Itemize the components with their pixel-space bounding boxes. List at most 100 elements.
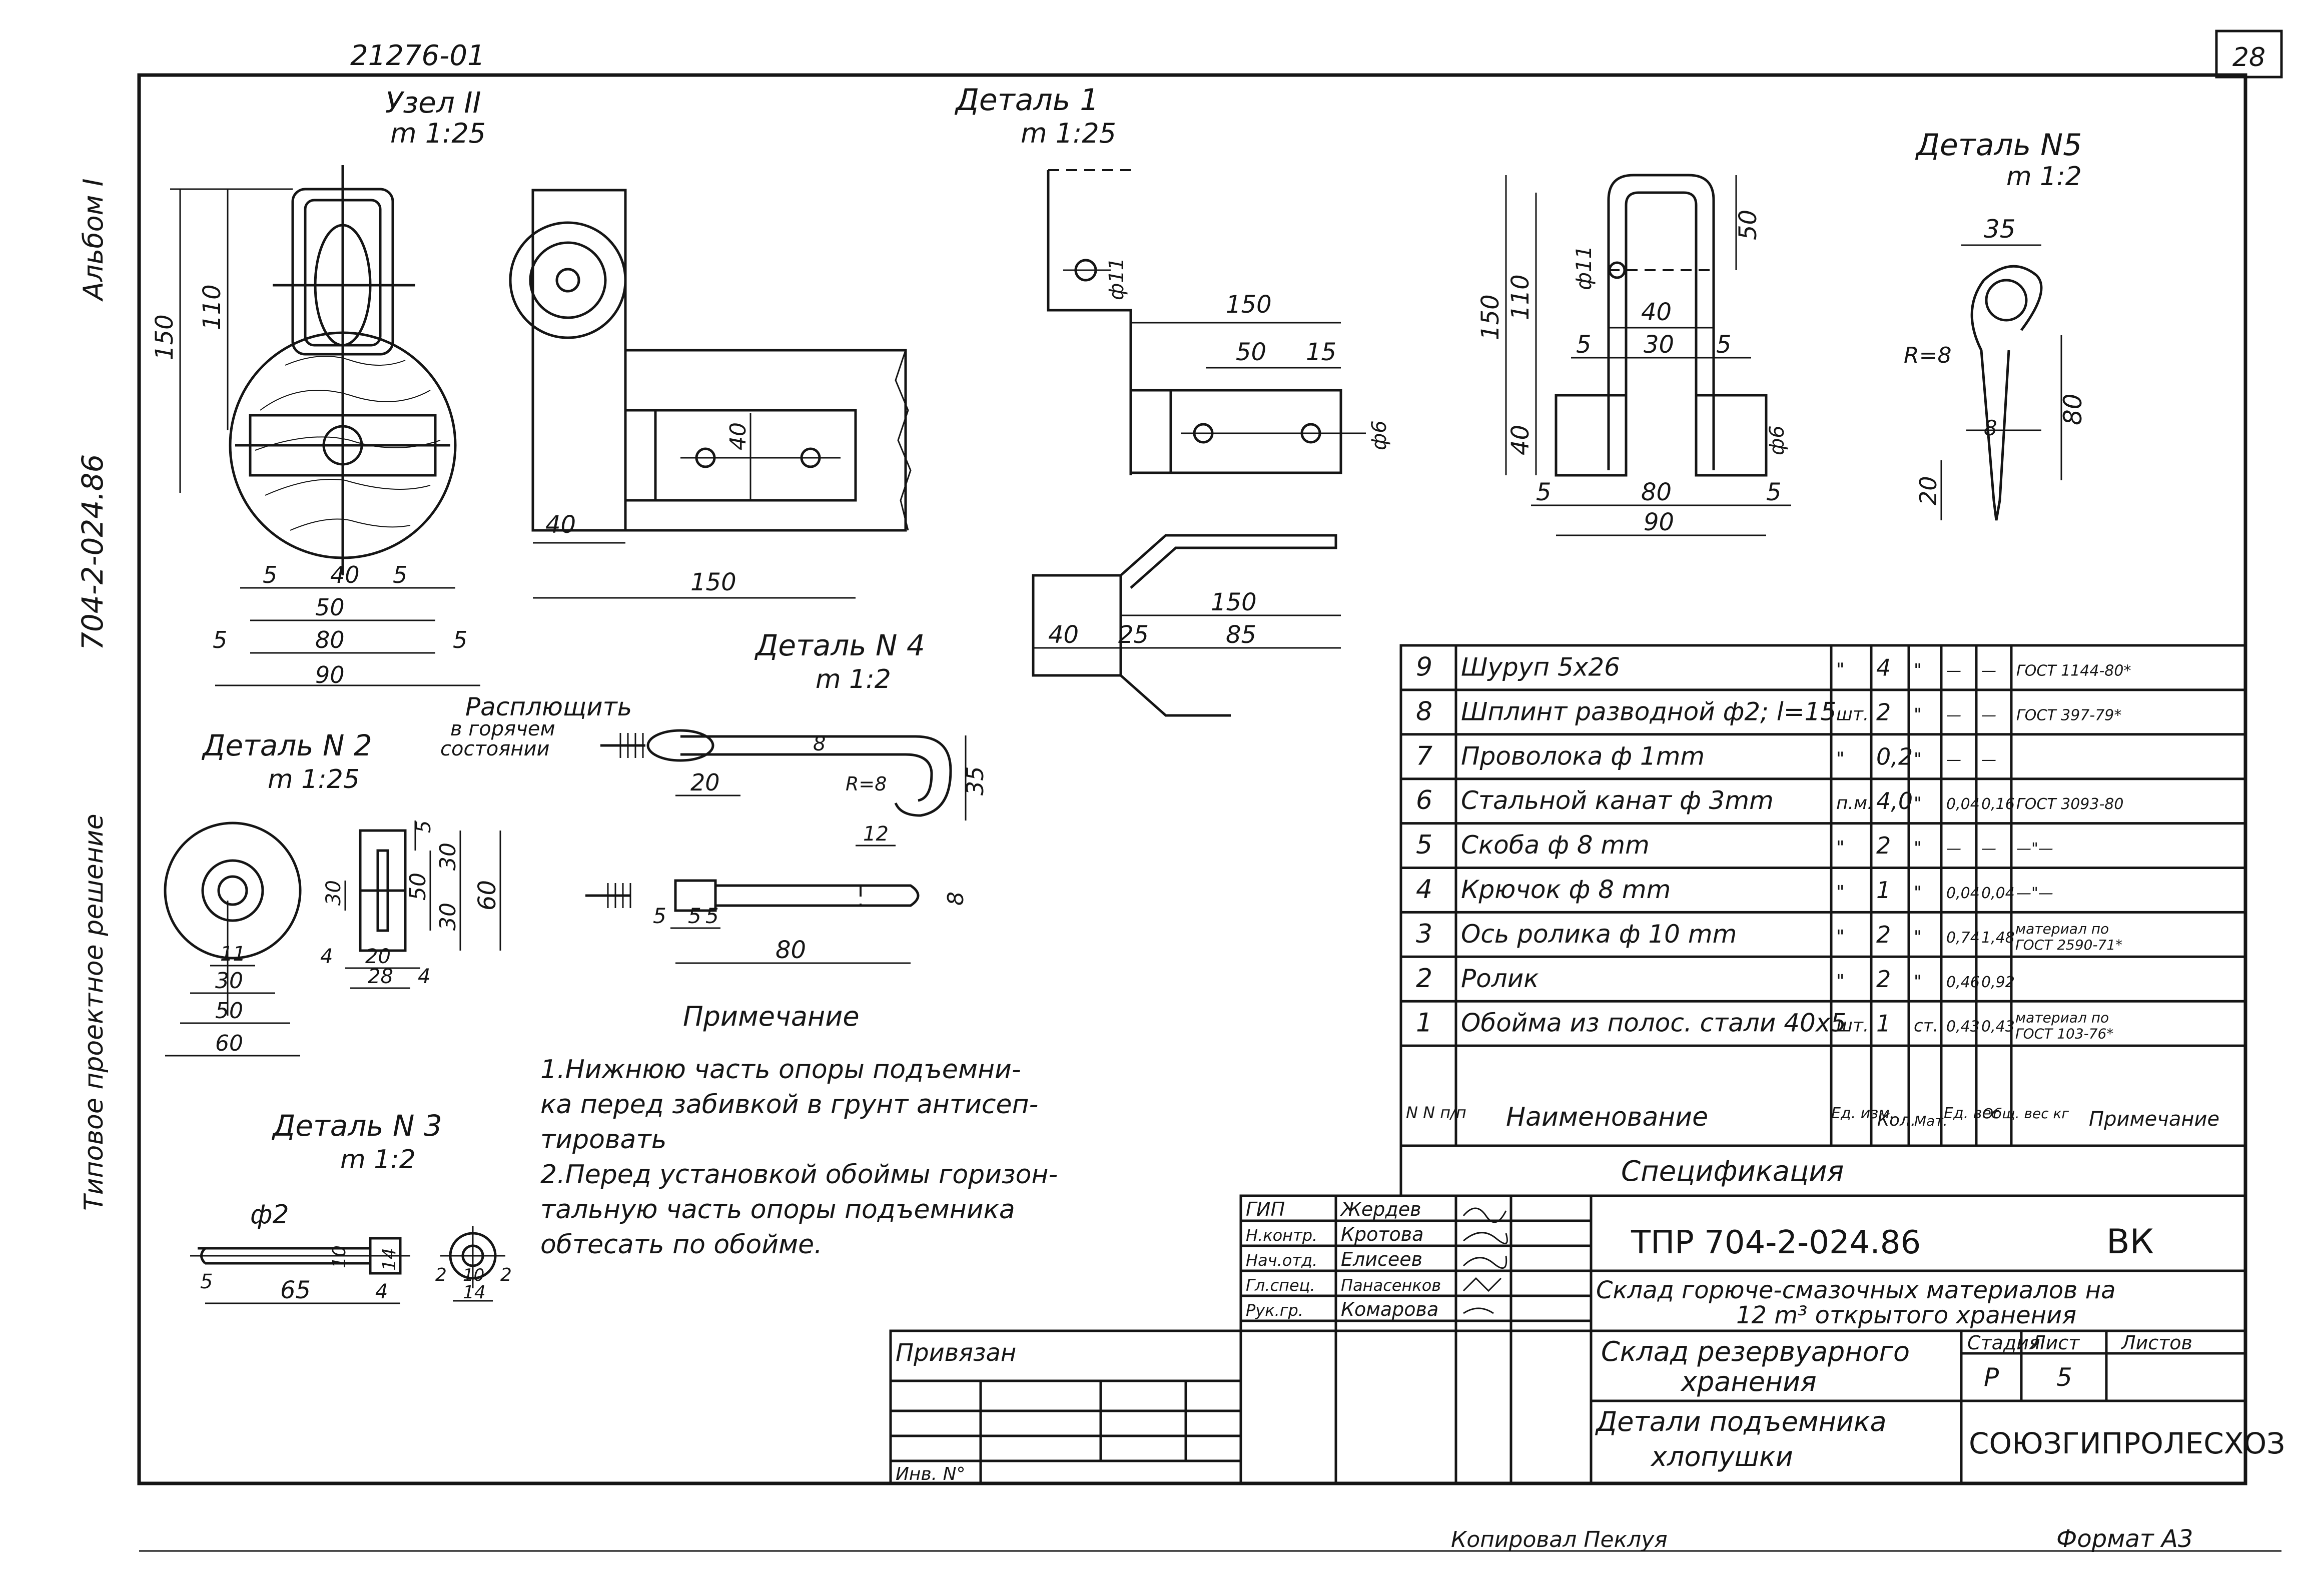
side-project-title: Типовое проектное решение bbox=[79, 814, 109, 1211]
spec-cell: " bbox=[1914, 793, 1922, 814]
spec-cell: " bbox=[1914, 838, 1922, 858]
detal4-note-2: в горячем bbox=[450, 717, 555, 740]
detal3-dim-14: 14 bbox=[463, 1282, 486, 1303]
staff-name-3: Панасенков bbox=[1341, 1276, 1441, 1295]
spec-cell: Обойма из полос. стали 40x5 bbox=[1461, 1009, 1846, 1038]
detal5-dim-80: 80 bbox=[2058, 393, 2087, 425]
view-detal-1: Деталь 1 m 1:25 ф11 150 50 15 ф6 150 40 … bbox=[954, 83, 1391, 717]
view-detal-5: Деталь N5 m 1:2 35 R=8 80 8 20 bbox=[1904, 128, 2087, 521]
staff-name-1: Кротова bbox=[1341, 1223, 1423, 1245]
footer-format: Формат А3 bbox=[2056, 1525, 2193, 1553]
detal4-dim-20: 20 bbox=[690, 769, 720, 796]
footer-copied: Копировал Пеклуя bbox=[1451, 1527, 1668, 1552]
spec-cell: " bbox=[1836, 882, 1845, 903]
title-sheet-title-1: Склад резервуарного bbox=[1601, 1336, 1910, 1367]
spec-cell: ст. bbox=[1914, 1016, 1938, 1036]
detal2-dim-30-side: 30 bbox=[322, 880, 345, 906]
title-object-1: Склад горюче-смазочных материалов на bbox=[1596, 1276, 2116, 1304]
spec-header-unit: Ед. изм. bbox=[1831, 1105, 1894, 1122]
page-number: 28 bbox=[2232, 43, 2265, 73]
title-block: Привязан Инв. N° ГИП Жердев Н.контр. Кро… bbox=[889, 1194, 2285, 1485]
uzel-scale: m 1:25 bbox=[390, 118, 486, 149]
side-album-label: Альбом I bbox=[78, 179, 109, 302]
spec-cell: 4 bbox=[1416, 875, 1432, 905]
view-uzel-2: Узел II m 1:25 150 110 5 40 5 50 bbox=[151, 86, 912, 688]
doc-code-top: 21276-01 bbox=[350, 40, 485, 72]
detal2-dim-4: 4 bbox=[320, 945, 333, 968]
notes-line-3: тировать bbox=[540, 1125, 666, 1155]
spec-cell: 4,0 bbox=[1876, 787, 1913, 815]
spec-cell: " bbox=[1836, 659, 1845, 680]
detal1-dim-85: 85 bbox=[1226, 621, 1256, 649]
uzel-dim-90: 90 bbox=[315, 661, 345, 688]
skoba-dim-5b: 5 bbox=[1716, 331, 1732, 359]
uzel-dim-50: 50 bbox=[315, 594, 345, 621]
detal4-dim-5b: 5 bbox=[688, 904, 701, 928]
detal2-dim-30c: 30 bbox=[435, 903, 461, 931]
signatures bbox=[1462, 1207, 1508, 1314]
spec-cell: 0,92 bbox=[1981, 974, 2015, 991]
detal3-dim-d2: ф2 bbox=[250, 1200, 289, 1230]
title-drawing-2: хлопушки bbox=[1650, 1441, 1793, 1472]
spec-cell: — bbox=[1946, 751, 1961, 768]
title-object-2: 12 m³ открытого хранения bbox=[1736, 1301, 2076, 1329]
skoba-dim-5c: 5 bbox=[1536, 478, 1552, 506]
detal1-scale: m 1:25 bbox=[1021, 118, 1116, 149]
view-detal-2: Деталь N 2 m 1:25 11 30 50 60 30 5 50 30… bbox=[164, 728, 501, 1057]
spec-cell: 8 bbox=[1416, 696, 1432, 726]
uzel-side-dim-40: 40 bbox=[545, 511, 576, 539]
spec-cell: — bbox=[1981, 840, 1996, 858]
detal2-dim-30b: 30 bbox=[435, 843, 461, 871]
skoba-dim-30: 30 bbox=[1644, 331, 1674, 359]
skoba-dim-50: 50 bbox=[1734, 210, 1762, 240]
spec-cell: шт. bbox=[1836, 704, 1869, 724]
detal4-dim-5a: 5 bbox=[653, 904, 666, 928]
title-inv-label: Инв. N° bbox=[896, 1464, 966, 1484]
spec-header-totalw: Общ. вес кг bbox=[1982, 1105, 2069, 1122]
detal3-dim-10: 10 bbox=[463, 1265, 484, 1285]
spec-cell: 0,04 bbox=[1946, 885, 1980, 902]
spec-cell: ГОСТ 397-79* bbox=[2016, 706, 2121, 724]
detal1-dim-d6: ф6 bbox=[1368, 420, 1391, 450]
staff-role-0: ГИП bbox=[1246, 1198, 1285, 1220]
spec-cell: п.м. bbox=[1836, 793, 1873, 814]
spec-cell: 2 bbox=[1416, 964, 1432, 994]
spec-cell: —"— bbox=[2016, 885, 2053, 902]
spec-cell: — bbox=[1981, 662, 1996, 679]
view-detal-4: Деталь N 4 m 1:2 Расплющить в горячем со… bbox=[440, 628, 989, 964]
detal3-dim-65: 65 bbox=[280, 1276, 311, 1304]
uzel-dim-110: 110 bbox=[198, 284, 226, 330]
spec-cell: " bbox=[1914, 883, 1922, 903]
detal3-dim-2b: 2 bbox=[500, 1265, 512, 1285]
skoba-dim-d11: ф11 bbox=[1572, 246, 1596, 290]
spec-cell: 7 bbox=[1416, 741, 1432, 771]
detal4-dim-35: 35 bbox=[962, 766, 989, 795]
spec-cell: 2 bbox=[1876, 698, 1891, 725]
title-stage: Р bbox=[1984, 1363, 1999, 1392]
detal5-dim-r8: R=8 bbox=[1904, 343, 1951, 368]
detal3-dim-10v: 10 bbox=[329, 1245, 350, 1268]
uzel-dim-5d: 5 bbox=[453, 626, 467, 653]
spec-cell: 0,43 bbox=[1946, 1018, 1980, 1036]
spec-caption: Спецификация bbox=[1621, 1155, 1844, 1188]
detal4-dim-8: 8 bbox=[813, 732, 826, 755]
spec-cell: шт. bbox=[1836, 1016, 1869, 1036]
spec-header-note: Примечание bbox=[2089, 1108, 2219, 1131]
detal2-dim-50-side: 50 bbox=[405, 873, 431, 901]
spec-cell: 0,16 bbox=[1981, 795, 2015, 813]
spec-cell: 2 bbox=[1876, 832, 1891, 859]
staff-name-4: Комарова bbox=[1341, 1298, 1438, 1320]
title-sheet: 5 bbox=[2056, 1363, 2072, 1392]
spec-cell: 0,46 bbox=[1946, 974, 1980, 991]
detal4-note-1: Расплющить bbox=[465, 692, 632, 721]
staff-role-4: Рук.гр. bbox=[1246, 1301, 1303, 1320]
title-organization: СОЮЗГИПРОЛЕСХОЗ bbox=[1969, 1426, 2285, 1460]
detal1-dim-150b: 150 bbox=[1211, 588, 1257, 616]
detal2-dim-28: 28 bbox=[368, 965, 393, 988]
skoba-dim-90: 90 bbox=[1644, 508, 1674, 536]
detal2-scale: m 1:25 bbox=[268, 764, 360, 794]
skoba-dim-80: 80 bbox=[1641, 478, 1672, 506]
spec-cell: 0,04 bbox=[1946, 795, 1980, 813]
